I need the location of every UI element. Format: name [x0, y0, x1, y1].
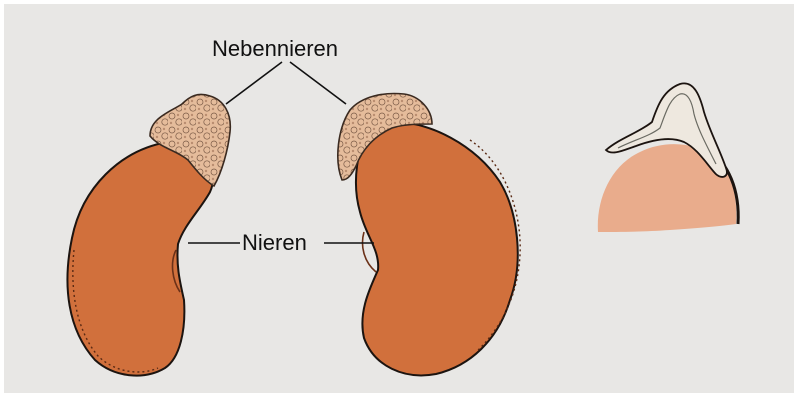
left-kidney: [67, 141, 213, 375]
label-kidneys: Nieren: [242, 232, 307, 254]
label-adrenal-glands: Nebennieren: [212, 38, 338, 60]
leader-lines-adrenal: [226, 62, 346, 104]
right-kidney: [356, 122, 520, 375]
cross-section-view: [598, 83, 738, 232]
